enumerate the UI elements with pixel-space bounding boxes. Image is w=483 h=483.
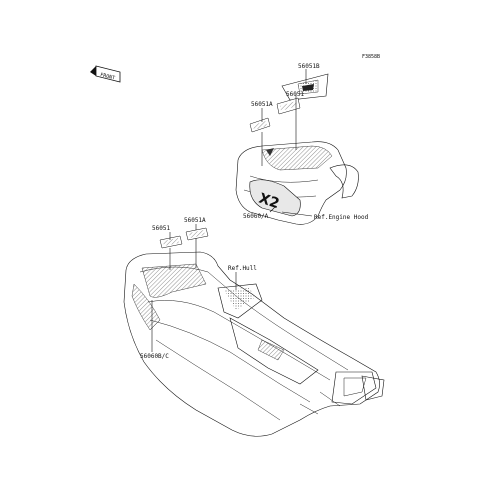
figure-code: F3858B: [362, 54, 380, 60]
label-56051a-bottom: 56051A: [184, 217, 206, 224]
engine-hood-drawing: X2: [235, 141, 359, 225]
hull-drawing: [123, 251, 385, 437]
front-label: FRONT: [100, 72, 116, 81]
label-56051a-top: 56051A: [251, 101, 273, 108]
decal-56051b: [281, 73, 329, 101]
label-56060bc: 56060B/C: [140, 353, 169, 360]
label-56051-bottom: 56051: [152, 225, 170, 232]
hull-leaders: [151, 224, 237, 352]
decal-56051-bottom: [159, 235, 183, 249]
label-56051b: 56051B: [298, 63, 320, 70]
hood-leaders: [261, 69, 313, 217]
ref-hull: Ref.Hull: [228, 265, 257, 272]
label-56060a: 56060/A: [243, 213, 269, 220]
decal-56051a-top: [249, 117, 271, 133]
front-arrow-icon: FRONT: [90, 65, 121, 83]
label-56051-top: 56051: [286, 91, 304, 98]
decal-56051a-bottom: [185, 227, 209, 241]
decal-56051-top: [276, 97, 301, 115]
ref-engine-hood: Ref.Engine Hood: [314, 214, 369, 221]
